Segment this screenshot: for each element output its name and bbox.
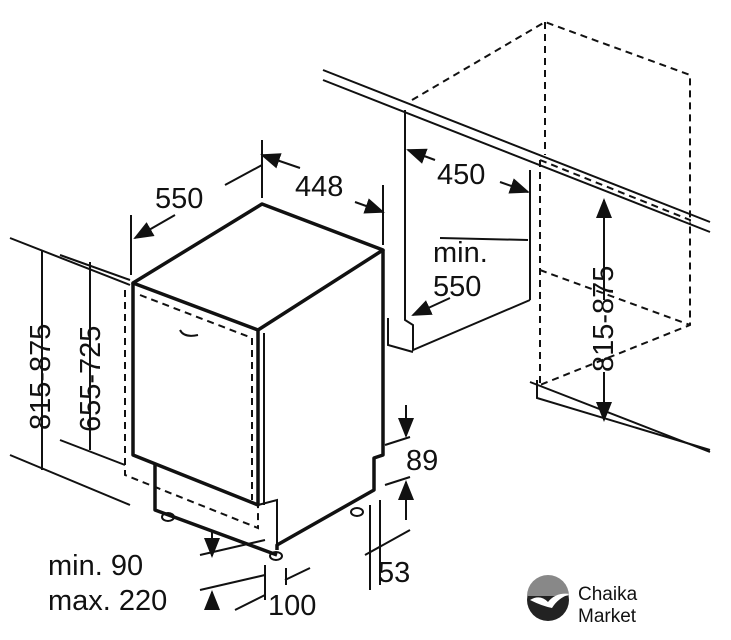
dishwasher-body bbox=[124, 202, 385, 561]
foot bbox=[161, 512, 175, 522]
foot-height-label: 53 bbox=[378, 557, 410, 589]
niche-depth-label: 550 bbox=[433, 271, 481, 303]
kitchen-cabinet bbox=[322, 20, 711, 453]
niche-depth-prefix: min. bbox=[433, 237, 488, 269]
niche-width-label: 450 bbox=[437, 159, 485, 191]
svg-text:Chaika: Chaika bbox=[578, 584, 638, 605]
chaika-market-logo: Chaika Market bbox=[527, 575, 638, 627]
door-handle-icon bbox=[179, 329, 199, 337]
plinth-depth-label: 100 bbox=[268, 590, 316, 622]
svg-text:Market: Market bbox=[578, 606, 637, 627]
seagull-icon bbox=[530, 593, 570, 608]
width-label: 448 bbox=[295, 171, 343, 203]
height-left-label: 815-875 bbox=[25, 324, 57, 430]
foot bbox=[269, 551, 283, 561]
foot bbox=[350, 507, 364, 517]
plinth-min-label: min. 90 bbox=[48, 550, 143, 582]
plinth-max-label: max. 220 bbox=[48, 585, 167, 617]
door-height-label: 655-725 bbox=[75, 326, 107, 432]
depth-label: 550 bbox=[155, 183, 203, 215]
plinth-height-label: 89 bbox=[406, 445, 438, 477]
dimension-lines bbox=[9, 140, 612, 611]
height-right-label: 815-875 bbox=[588, 266, 620, 372]
